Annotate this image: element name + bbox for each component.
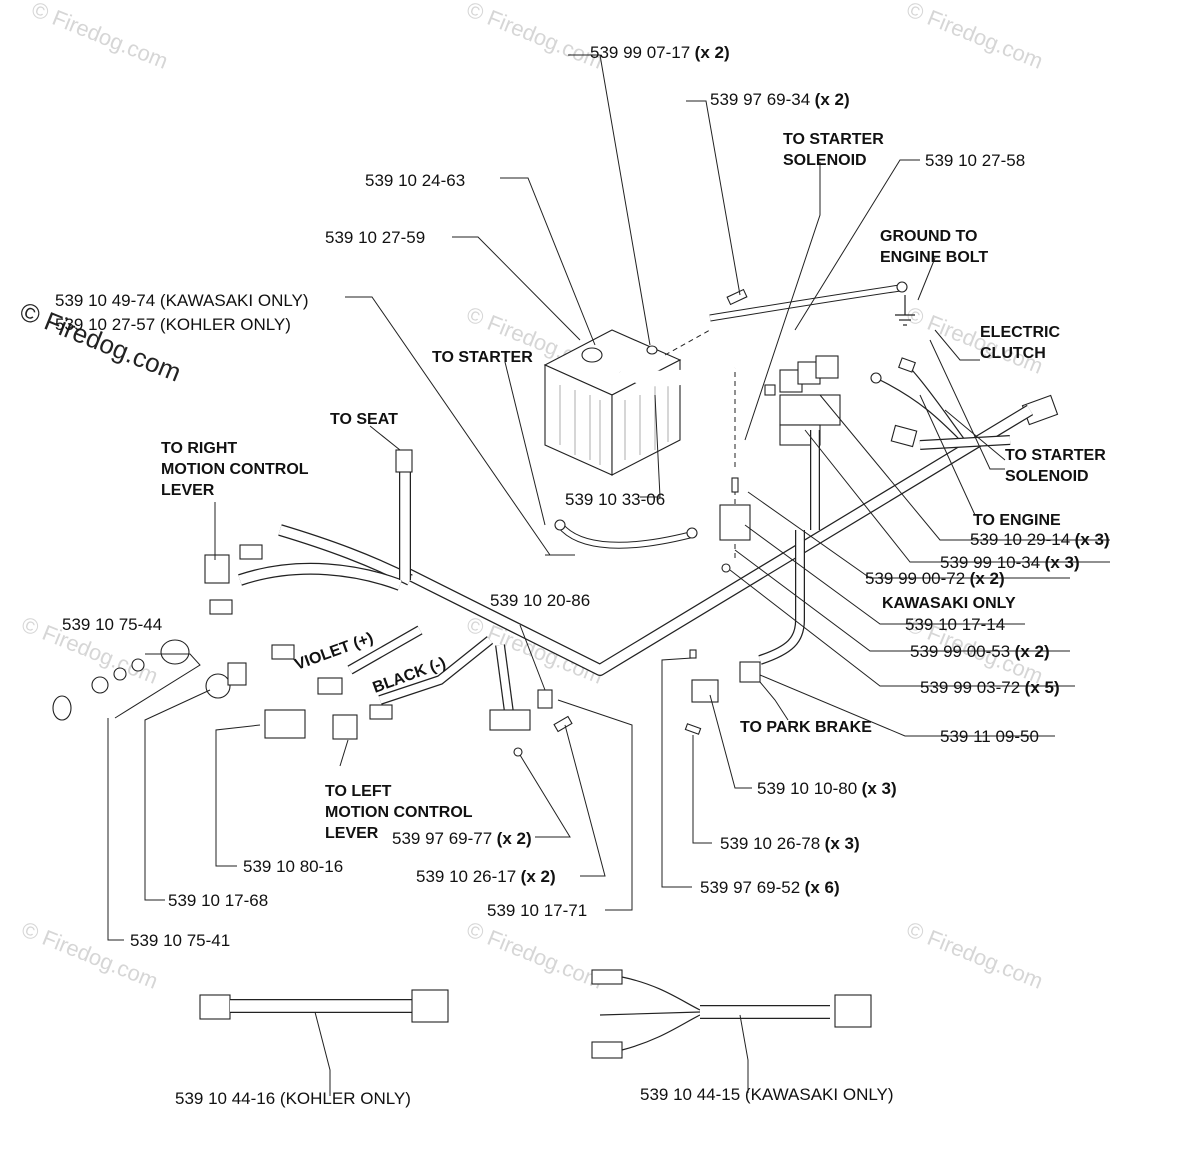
note-ground: GROUND TO <box>880 228 977 245</box>
note-to-right-motion-control: MOTION CONTROL <box>161 461 309 478</box>
part-labels: 539 99 07-17 (x 2) 539 97 69-34 (x 2) 53… <box>55 43 1110 1108</box>
note-kawasaki-only: KAWASAKI ONLY <box>882 595 1016 612</box>
note-to-starter-solenoid: SOLENOID <box>783 152 867 169</box>
relay-block <box>764 355 841 446</box>
part-label: 539 10 80-16 <box>243 857 343 876</box>
note-to-starter-solenoid-right: TO STARTER <box>1005 447 1106 464</box>
battery <box>543 329 682 476</box>
watermark-text: © Firedog.com <box>28 0 171 74</box>
note-to-left-motion-control: TO LEFT <box>325 783 392 800</box>
note-to-park-brake: TO PARK BRAKE <box>740 719 872 736</box>
watermark-text: © Firedog.com <box>903 916 1046 993</box>
leader-lines <box>107 54 1110 1096</box>
part-label: 539 97 69-52 (x 6) <box>700 878 840 897</box>
part-label: 539 10 27-58 <box>925 151 1025 170</box>
part-label: 539 10 17-68 <box>168 891 268 910</box>
note-to-right-motion-control: LEVER <box>161 482 215 499</box>
part-label: 539 10 44-15 (KAWASAKI ONLY) <box>640 1085 894 1104</box>
part-label: 539 10 24-63 <box>365 171 465 190</box>
part-label: 539 10 10-80 (x 3) <box>757 779 897 798</box>
drawing <box>52 54 1110 1096</box>
watermark-text: © Firedog.com <box>463 916 606 993</box>
part-label: 539 10 75-44 <box>62 615 162 634</box>
note-electric-clutch: ELECTRIC <box>980 324 1060 341</box>
part-label: 539 10 27-59 <box>325 228 425 247</box>
watermark-text: © Firedog.com <box>463 0 606 74</box>
note-to-starter: TO STARTER <box>432 349 533 366</box>
note-to-seat: TO SEAT <box>330 411 398 428</box>
part-label: 539 97 69-77 (x 2) <box>392 829 532 848</box>
note-to-starter-solenoid-right: SOLENOID <box>1005 468 1089 485</box>
part-label: 539 99 00-72 (x 2) <box>865 569 1005 588</box>
note-ground: ENGINE BOLT <box>880 249 988 266</box>
part-label: 539 10 26-78 (x 3) <box>720 834 860 853</box>
part-label: 539 11 09-50 <box>940 727 1039 746</box>
watermark-text: © Firedog.com <box>903 0 1046 74</box>
part-label: 539 10 29-14 (x 3) <box>970 530 1110 549</box>
part-label: 539 10 26-17 (x 2) <box>416 867 556 886</box>
note-to-right-motion-control: TO RIGHT <box>161 440 237 457</box>
part-label: 539 99 00-53 (x 2) <box>910 642 1050 661</box>
part-label: 539 10 17-71 <box>487 901 587 920</box>
harness-kawasaki <box>591 969 872 1059</box>
part-label: 539 10 17-14 <box>905 615 1005 634</box>
watermark-text: © Firedog.com <box>18 916 161 993</box>
note-electric-clutch: CLUTCH <box>980 345 1046 362</box>
part-label: 539 10 44-16 (KOHLER ONLY) <box>175 1089 411 1108</box>
part-label: 539 10 33-06 <box>565 490 665 509</box>
part-label: 539 99 10-34 (x 3) <box>940 553 1080 572</box>
part-label: 539 99 07-17 (x 2) <box>590 43 730 62</box>
part-label: 539 99 03-72 (x 5) <box>920 678 1060 697</box>
note-to-left-motion-control: LEVER <box>325 825 379 842</box>
note-to-left-motion-control: MOTION CONTROL <box>325 804 473 821</box>
part-label: 539 10 27-57 (KOHLER ONLY) <box>55 315 291 334</box>
part-label: 539 10 75-41 <box>130 931 230 950</box>
note-to-starter-solenoid: TO STARTER <box>783 131 884 148</box>
part-label: 539 10 49-74 (KAWASAKI ONLY) <box>55 291 309 310</box>
harness-kohler <box>199 989 449 1023</box>
note-to-engine: TO ENGINE <box>973 512 1061 529</box>
part-label: 539 10 20-86 <box>490 591 590 610</box>
part-label: 539 97 69-34 (x 2) <box>710 90 850 109</box>
